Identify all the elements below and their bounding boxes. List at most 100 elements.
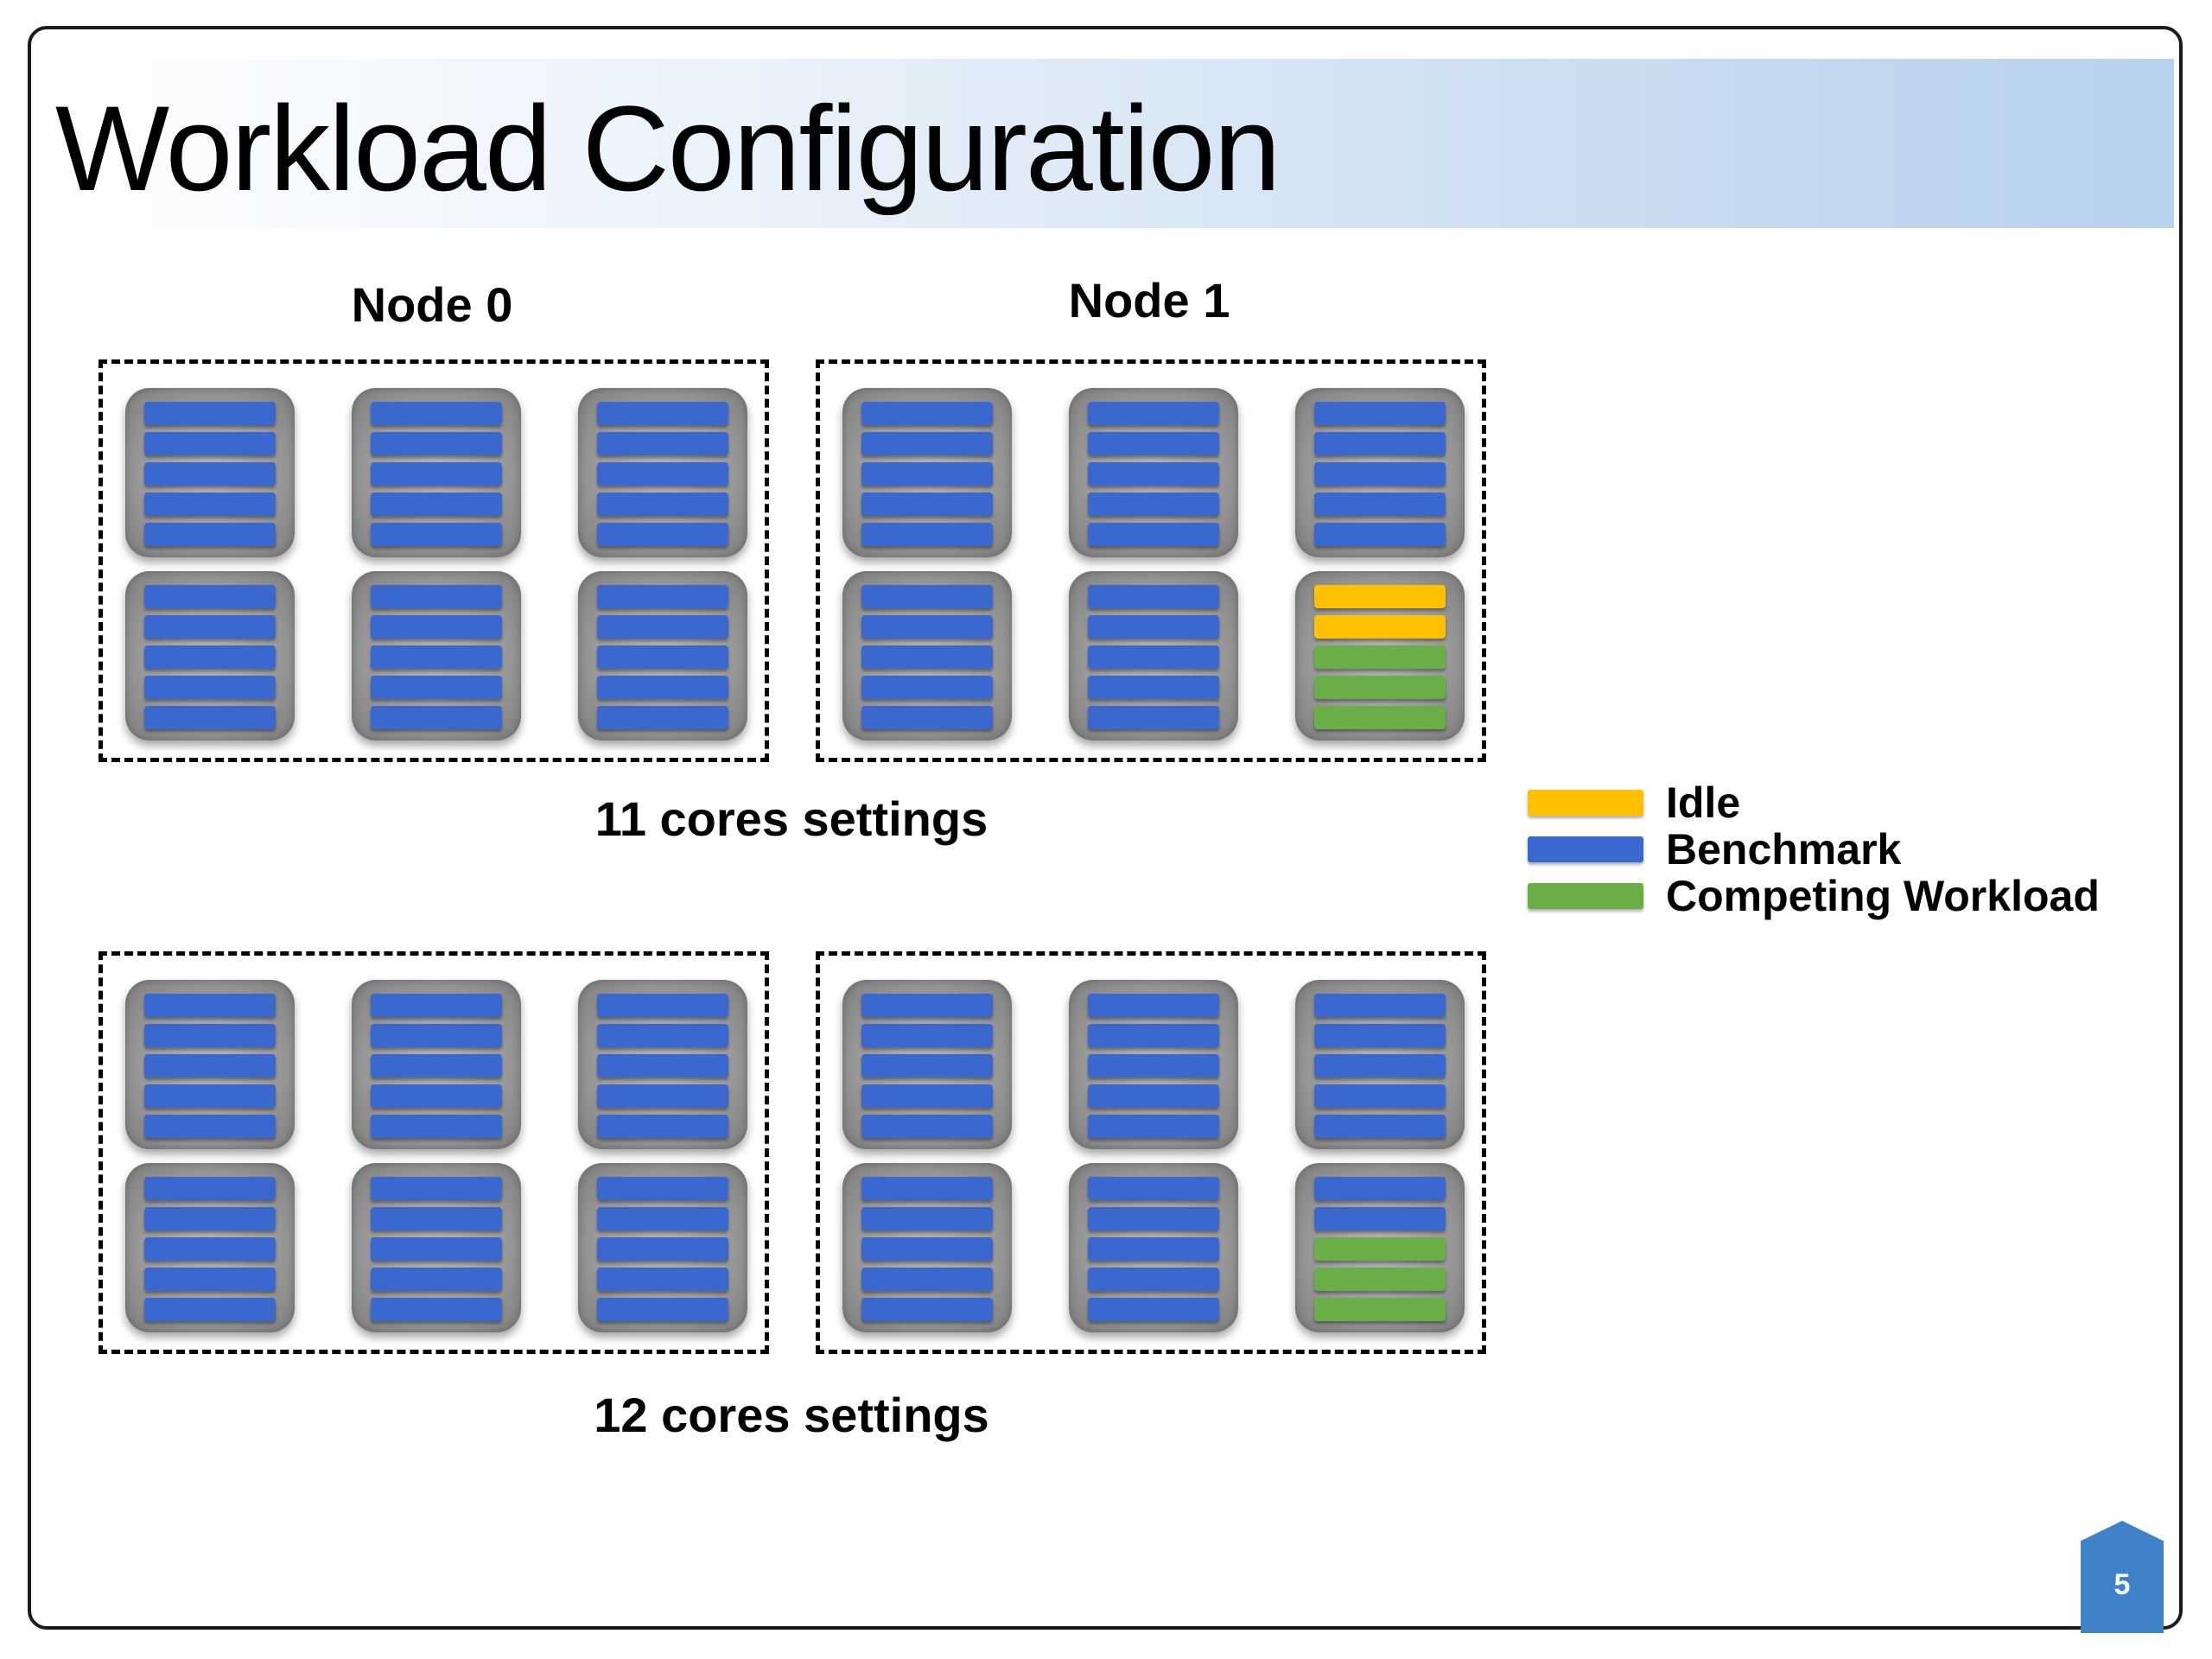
- thread-benchmark: [1088, 493, 1219, 516]
- cpu-core: [1069, 571, 1238, 741]
- thread-competing: [1314, 1268, 1446, 1291]
- thread-benchmark: [1088, 1237, 1219, 1261]
- thread-benchmark: [861, 1115, 993, 1138]
- thread-benchmark: [371, 432, 502, 455]
- thread-benchmark: [144, 402, 276, 425]
- thread-benchmark: [597, 706, 728, 729]
- cpu-core: [578, 980, 747, 1149]
- thread-benchmark: [1088, 462, 1219, 486]
- thread-benchmark: [597, 1207, 728, 1230]
- thread-benchmark: [597, 615, 728, 639]
- thread-benchmark: [597, 585, 728, 608]
- thread-benchmark: [1088, 615, 1219, 639]
- thread-benchmark: [1088, 1084, 1219, 1108]
- cpu-core: [352, 980, 521, 1149]
- thread-benchmark: [861, 432, 993, 455]
- cpu-core: [352, 571, 521, 741]
- thread-benchmark: [371, 585, 502, 608]
- thread-benchmark: [597, 493, 728, 516]
- thread-benchmark: [597, 676, 728, 699]
- thread-benchmark: [861, 1024, 993, 1047]
- legend-swatch-benchmark: [1528, 836, 1643, 862]
- thread-benchmark: [144, 676, 276, 699]
- thread-benchmark: [1314, 1084, 1446, 1108]
- thread-benchmark: [861, 585, 993, 608]
- cpu-core: [125, 388, 295, 557]
- thread-benchmark: [371, 676, 502, 699]
- thread-idle: [1314, 585, 1446, 608]
- thread-benchmark: [144, 1298, 276, 1321]
- thread-benchmark: [371, 1115, 502, 1138]
- thread-benchmark: [861, 706, 993, 729]
- slide-title: Workload Configuration: [55, 80, 1281, 216]
- thread-benchmark: [597, 1268, 728, 1291]
- thread-benchmark: [1088, 1177, 1219, 1200]
- legend-swatch-idle: [1528, 790, 1643, 816]
- node-label-1: Node 1: [1068, 273, 1230, 327]
- thread-benchmark: [1088, 706, 1219, 729]
- cpu-core: [578, 388, 747, 557]
- thread-benchmark: [1314, 523, 1446, 546]
- cpu-core: [578, 571, 747, 741]
- cpu-core: [1295, 571, 1465, 741]
- thread-benchmark: [144, 1237, 276, 1261]
- thread-benchmark: [144, 1207, 276, 1230]
- thread-benchmark: [861, 1177, 993, 1200]
- thread-benchmark: [1314, 1207, 1446, 1230]
- thread-benchmark: [861, 1054, 993, 1077]
- thread-benchmark: [144, 1024, 276, 1047]
- thread-benchmark: [597, 1298, 728, 1321]
- thread-benchmark: [861, 1084, 993, 1108]
- thread-benchmark: [597, 1115, 728, 1138]
- thread-benchmark: [144, 1115, 276, 1138]
- setting-label-11-cores: 11 cores settings: [594, 791, 988, 846]
- cpu-core: [352, 388, 521, 557]
- thread-idle: [1314, 615, 1446, 639]
- slide-frame: [28, 26, 2183, 1630]
- thread-benchmark: [1314, 994, 1446, 1017]
- thread-benchmark: [597, 1237, 728, 1261]
- legend-swatch-competing: [1528, 883, 1643, 909]
- thread-benchmark: [1088, 432, 1219, 455]
- legend-label-idle: Idle: [1666, 779, 1741, 827]
- thread-benchmark: [1314, 493, 1446, 516]
- thread-benchmark: [1088, 1207, 1219, 1230]
- thread-benchmark: [597, 402, 728, 425]
- thread-benchmark: [1088, 645, 1219, 669]
- thread-benchmark: [371, 1298, 502, 1321]
- thread-benchmark: [144, 994, 276, 1017]
- cpu-core: [842, 388, 1012, 557]
- thread-benchmark: [144, 1177, 276, 1200]
- node-label-0: Node 0: [351, 277, 513, 332]
- thread-benchmark: [1314, 1115, 1446, 1138]
- thread-benchmark: [371, 523, 502, 546]
- thread-benchmark: [144, 462, 276, 486]
- thread-benchmark: [1314, 432, 1446, 455]
- page-number-badge: 5: [2081, 1521, 2164, 1633]
- node-box-setting1-node1: [816, 951, 1486, 1354]
- thread-benchmark: [371, 462, 502, 486]
- node-box-setting1-node0: [99, 951, 769, 1354]
- thread-benchmark: [144, 585, 276, 608]
- thread-benchmark: [1088, 1054, 1219, 1077]
- cpu-core: [1295, 388, 1465, 557]
- thread-benchmark: [144, 645, 276, 669]
- thread-benchmark: [144, 523, 276, 546]
- thread-benchmark: [861, 402, 993, 425]
- cpu-core: [842, 1163, 1012, 1332]
- thread-competing: [1314, 645, 1446, 669]
- thread-benchmark: [1088, 1268, 1219, 1291]
- thread-benchmark: [144, 1054, 276, 1077]
- thread-benchmark: [861, 645, 993, 669]
- thread-benchmark: [371, 1268, 502, 1291]
- thread-benchmark: [597, 1084, 728, 1108]
- cpu-core: [1069, 1163, 1238, 1332]
- thread-benchmark: [861, 1237, 993, 1261]
- thread-benchmark: [144, 615, 276, 639]
- thread-benchmark: [371, 1177, 502, 1200]
- cpu-core: [842, 980, 1012, 1149]
- thread-benchmark: [861, 676, 993, 699]
- thread-benchmark: [1088, 523, 1219, 546]
- thread-competing: [1314, 1298, 1446, 1321]
- thread-competing: [1314, 676, 1446, 699]
